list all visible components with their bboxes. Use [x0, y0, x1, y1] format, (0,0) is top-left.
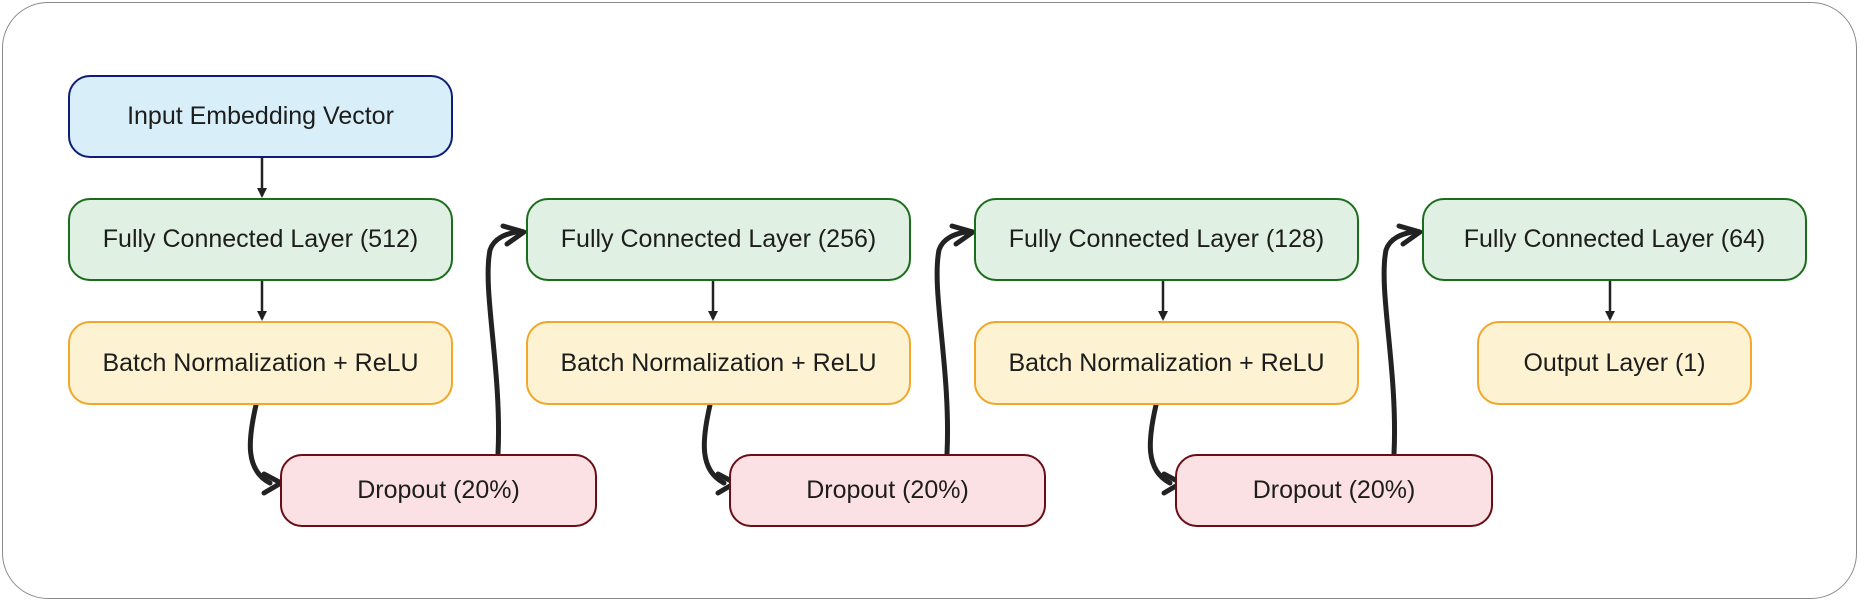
- node-batchnorm-relu-3: Batch Normalization + ReLU: [974, 321, 1359, 405]
- node-output-layer: Output Layer (1): [1477, 321, 1752, 405]
- node-input-embedding: Input Embedding Vector: [68, 75, 453, 158]
- node-batchnorm-relu-3-label: Batch Normalization + ReLU: [1008, 348, 1325, 377]
- arrow-drop1-to-fc2: [485, 223, 527, 457]
- node-fc-128: Fully Connected Layer (128): [974, 198, 1359, 281]
- node-batchnorm-relu-2: Batch Normalization + ReLU: [526, 321, 911, 405]
- node-batchnorm-relu-1: Batch Normalization + ReLU: [68, 321, 453, 405]
- node-fc-512: Fully Connected Layer (512): [68, 198, 453, 281]
- node-fc-256: Fully Connected Layer (256): [526, 198, 911, 281]
- node-batchnorm-relu-1-label: Batch Normalization + ReLU: [102, 348, 419, 377]
- node-dropout-2-label: Dropout (20%): [806, 476, 969, 504]
- node-fc-512-label: Fully Connected Layer (512): [102, 225, 419, 253]
- arrow-drop3-to-fc4: [1381, 223, 1423, 457]
- node-dropout-3: Dropout (20%): [1175, 454, 1493, 527]
- node-fc-64: Fully Connected Layer (64): [1422, 198, 1807, 281]
- arrow-bn1-to-drop1: [247, 402, 284, 496]
- node-dropout-1: Dropout (20%): [280, 454, 597, 527]
- node-dropout-1-label: Dropout (20%): [357, 476, 520, 504]
- arrow-drop2-to-fc3: [934, 223, 976, 457]
- node-dropout-2: Dropout (20%): [729, 454, 1046, 527]
- node-fc-256-label: Fully Connected Layer (256): [560, 225, 877, 253]
- node-dropout-3-label: Dropout (20%): [1252, 476, 1416, 504]
- node-input-embedding-label: Input Embedding Vector: [127, 102, 394, 130]
- node-fc-64-label: Fully Connected Layer (64): [1463, 225, 1766, 253]
- node-batchnorm-relu-2-label: Batch Normalization + ReLU: [560, 348, 877, 377]
- node-output-layer-label: Output Layer (1): [1523, 348, 1706, 377]
- node-fc-128-label: Fully Connected Layer (128): [1008, 225, 1325, 253]
